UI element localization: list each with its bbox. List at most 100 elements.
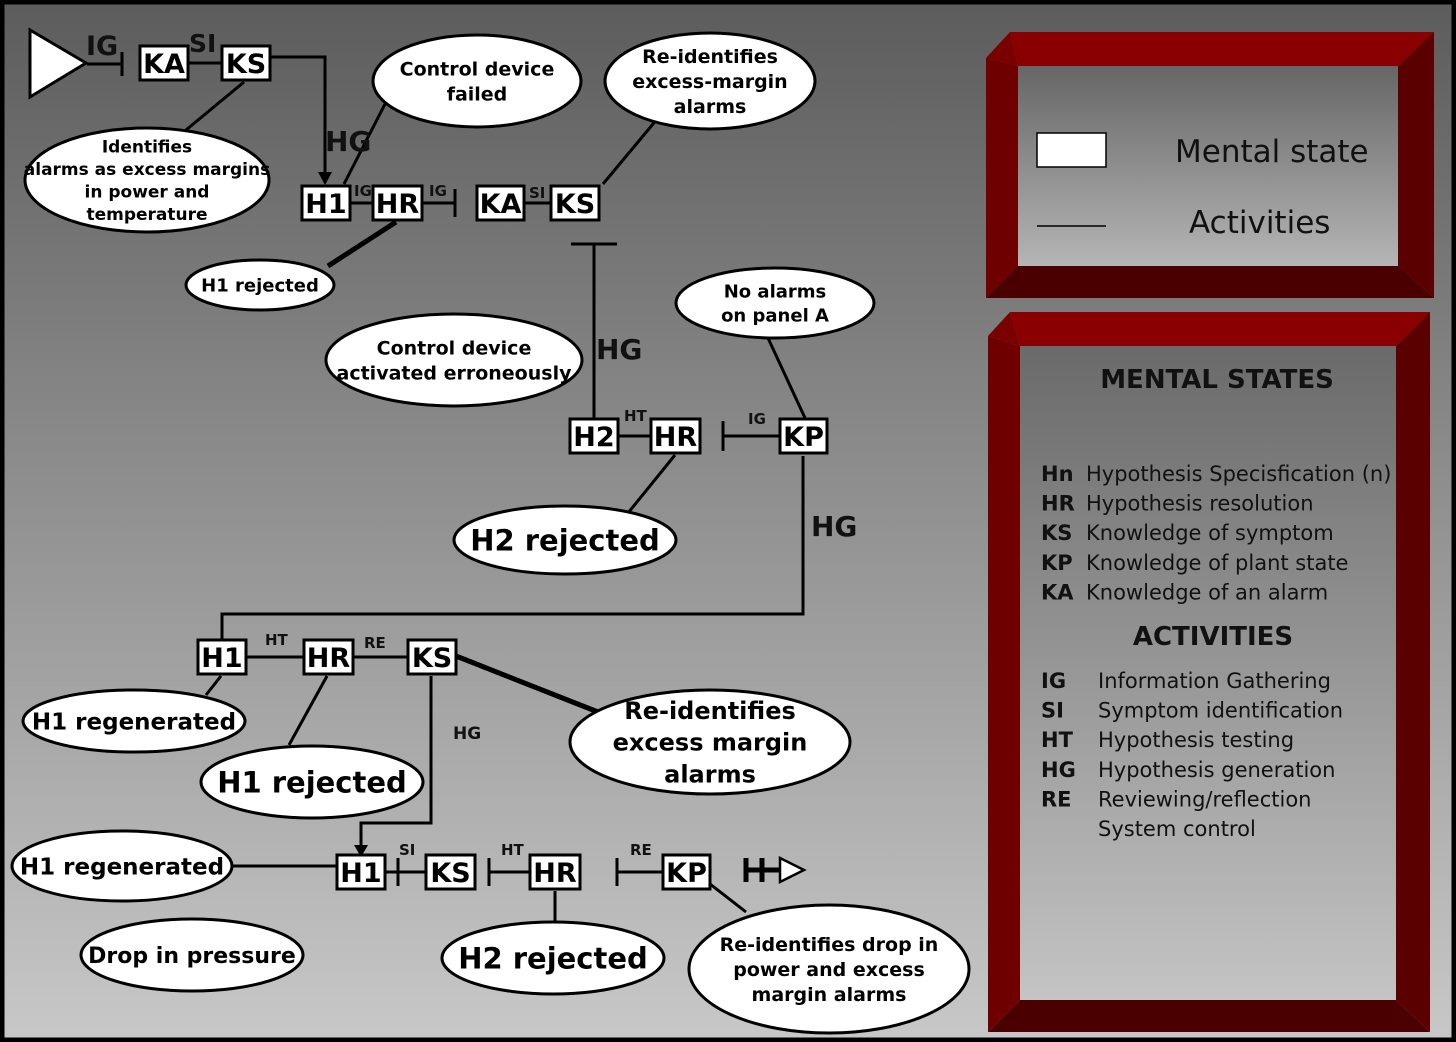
activity-label: SI (189, 29, 216, 58)
bubble-text: activated erroneously (337, 362, 573, 384)
glossary-text: Hypothesis Specisfication (n) (1086, 462, 1391, 486)
annotation-bubble: Re-identifies drop in power and excess mar… (687, 903, 971, 1035)
end-triangle (778, 855, 807, 885)
glossary-text: HR (1041, 492, 1075, 516)
annotation-bubble: H1 regenerated (21, 688, 247, 754)
glossary-frame (988, 312, 1430, 1032)
glossary-text: Knowledge of an alarm (1086, 580, 1328, 604)
bubble-text: Re-identifies (624, 697, 796, 725)
annotation-bubble: H1 regenerated (10, 829, 234, 903)
mental-state-label: KS (430, 858, 470, 889)
bubble-text: alarms as excess margins (24, 160, 270, 180)
bubble-text: H2 rejected (458, 941, 648, 975)
activity-label: IG (354, 182, 372, 200)
bubble-text: H1 rejected (201, 275, 319, 296)
annotation-bubble: H2 rejected (440, 920, 666, 996)
glossary-text: Knowledge of symptom (1086, 521, 1334, 545)
mental-state-box: H1 (300, 184, 352, 222)
activity-label: IG (748, 410, 766, 428)
glossary-text: KA (1041, 580, 1074, 604)
mental-state-box: H1 (335, 853, 387, 891)
bubble-text: failed (447, 83, 508, 105)
activity-label: IG (429, 182, 447, 200)
glossary-text: Reviewing/reflection (1098, 787, 1312, 811)
bubble-text: Control device (377, 337, 532, 359)
glossary-text: Hypothesis resolution (1086, 492, 1314, 516)
activity-label: HT (265, 631, 289, 649)
glossary-text: MENTAL STATES (1100, 365, 1334, 395)
bubble-text: alarms (674, 96, 747, 118)
mental-state-label: HR (376, 189, 420, 220)
mental-state-box: KS (406, 638, 458, 676)
activity-label: RE (630, 841, 652, 859)
bubble-text: alarms (664, 760, 756, 788)
activity-label: HG (596, 333, 642, 366)
mental-state-box: KA (475, 184, 526, 222)
glossary-text: ACTIVITIES (1133, 622, 1293, 652)
mental-state-label: HR (307, 643, 351, 674)
annotation-bubble: H1 rejected (184, 258, 336, 312)
bubble-text: in power and (85, 182, 210, 202)
mental-state-label: KP (666, 858, 707, 889)
mental-state-label: H1 (340, 858, 381, 889)
bubble-text: Identifies (102, 137, 192, 157)
legend-activities-label: Activities (1189, 205, 1330, 241)
legend-frame: Mental state Activities (986, 32, 1434, 298)
connectors (87, 52, 807, 925)
bubble-text: H1 regenerated (32, 709, 236, 735)
start-triangle (28, 27, 89, 100)
activity-label: HG (811, 510, 857, 543)
mental-state-label: H1 (201, 643, 242, 674)
bubble-text: on panel A (721, 305, 829, 326)
bubble-text: margin alarms (752, 984, 907, 1006)
mental-state-label: KS (555, 189, 595, 220)
glossary-text: Hypothesis generation (1098, 758, 1335, 782)
annotation-bubble: Re-identifies excess margin alarms (568, 688, 852, 796)
bubble-text: No alarms (724, 282, 827, 303)
glossary-text: Information Gathering (1098, 669, 1331, 693)
bubble-text: temperature (86, 205, 207, 225)
glossary-text: Symptom identification (1098, 699, 1343, 723)
glossary-text: Hypothesis testing (1098, 728, 1294, 752)
annotation-bubble: Drop in pressure (79, 917, 305, 993)
mental-state-label: KA (480, 189, 522, 220)
legend-mental-state-label: Mental state (1175, 134, 1369, 170)
glossary-text: HT (1041, 728, 1074, 752)
mental-state-box: HR (649, 417, 702, 455)
annotation-bubble: H1 rejected (199, 744, 425, 820)
mental-state-box: KS (424, 853, 477, 891)
glossary-text: RE (1041, 787, 1072, 811)
activity-label: HG (325, 125, 371, 158)
legend-mental-state-swatch (1036, 132, 1107, 168)
glossary-text: Hn (1041, 462, 1074, 486)
mental-state-label: KS (412, 643, 452, 674)
mental-state-label: KP (783, 422, 824, 453)
bubble-text: Re-identifies drop in (720, 934, 939, 956)
glossary-text: SI (1041, 699, 1064, 723)
activity-label: RE (364, 634, 386, 652)
bubble-text: Drop in pressure (88, 944, 296, 969)
glossary-text: System control (1098, 817, 1256, 841)
activity-label: HG (453, 724, 481, 744)
mental-state-label: HR (533, 858, 577, 889)
activity-label: HT (624, 407, 648, 425)
bubble-text: Control device (400, 58, 555, 80)
bubble-text: excess margin (613, 729, 808, 757)
bubble-text: power and excess (733, 959, 925, 981)
mental-state-label: HR (654, 422, 698, 453)
glossary-text: KS (1041, 521, 1072, 545)
activity-labels: IG SI HG IG IG SI HG HT IG HG HT RE HG S… (86, 29, 857, 859)
mental-state-box: HR (528, 853, 582, 891)
glossary: MENTAL STATES Hn Hypothesis Specisfication… (1041, 365, 1391, 841)
glossary-text: HG (1041, 758, 1076, 782)
mental-state-box: KP (661, 853, 712, 891)
activity-label: SI (399, 841, 415, 859)
mental-state-box: KP (778, 417, 829, 455)
mental-state-label: H1 (305, 189, 346, 220)
activity-label: SI (529, 184, 545, 202)
mental-state-box: HR (302, 638, 355, 676)
annotation-bubble: H2 rejected (452, 504, 678, 576)
